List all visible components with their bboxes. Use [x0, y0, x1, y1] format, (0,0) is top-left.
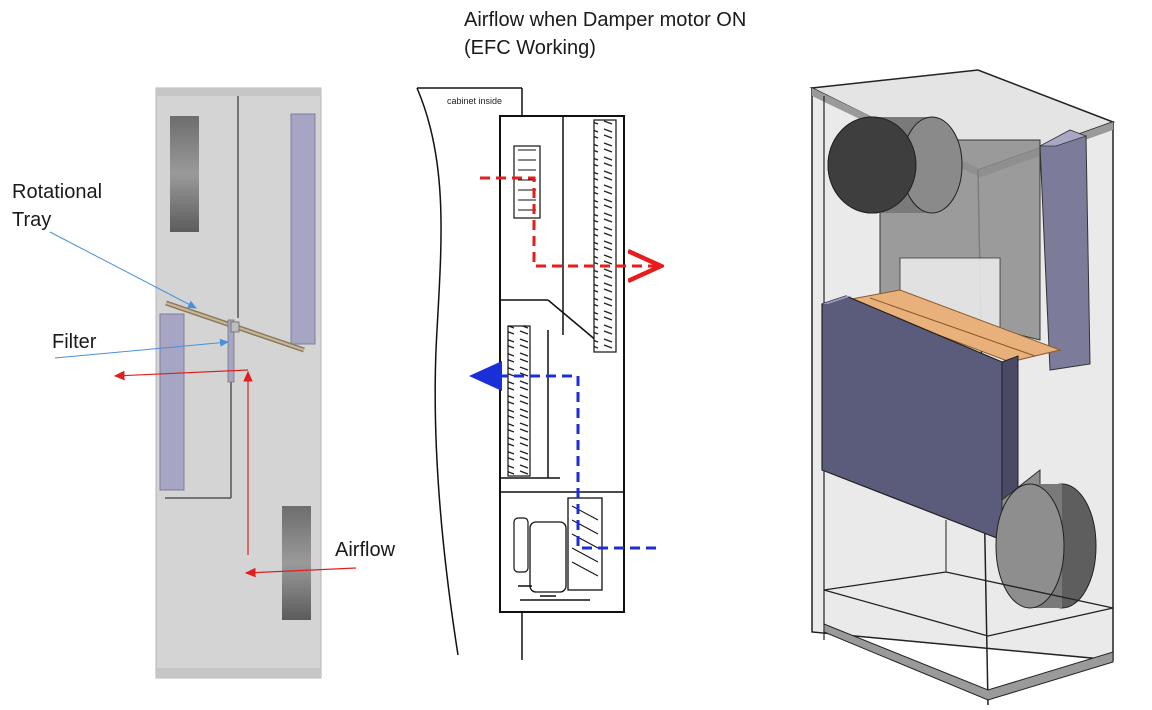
rotational-tray-label-line2: Tray: [12, 209, 52, 231]
right-3d-section: [809, 69, 1116, 706]
lower-exchanger: [159, 313, 185, 491]
evaporator-coil: [507, 325, 531, 477]
airflow-label: Airflow: [335, 539, 396, 561]
lower-fan-icon: [282, 506, 311, 620]
title-line-1: Airflow when Damper motor ON: [464, 9, 747, 31]
cabinet-wall-curve: [416, 87, 459, 656]
airflow-arrow-out: [113, 369, 249, 381]
hot-air-path: [480, 176, 658, 266]
lower-blower-icon: [567, 497, 603, 591]
upper-exchanger: [290, 113, 316, 345]
tray-hinge: [230, 321, 240, 333]
diagram-title: Airflow when Damper motor ON (EFC Workin…: [464, 6, 746, 62]
left-unit-section: [49, 87, 357, 679]
left-unit-top-edge: [156, 88, 321, 96]
cabinet-inside-label: cabinet inside: [447, 96, 502, 106]
rotational-tray-leader: [49, 231, 197, 309]
left-unit-bottom-edge: [156, 668, 321, 678]
condenser-coil: [593, 119, 617, 353]
title-line-2: (EFC Working): [464, 37, 596, 59]
rotational-tray-label-line1: Rotational: [12, 181, 103, 203]
middle-schematic-section: cabinet inside: [416, 87, 658, 660]
compressor-icon: [513, 497, 603, 601]
cold-air-path: [469, 361, 656, 550]
airflow-arrow-bottom: [244, 567, 357, 578]
upper-blower-icon: [513, 145, 541, 219]
upper-fan-icon: [170, 116, 199, 232]
filter-element: [227, 319, 235, 383]
filter-leader: [54, 338, 229, 359]
filter-label: Filter: [52, 331, 97, 353]
